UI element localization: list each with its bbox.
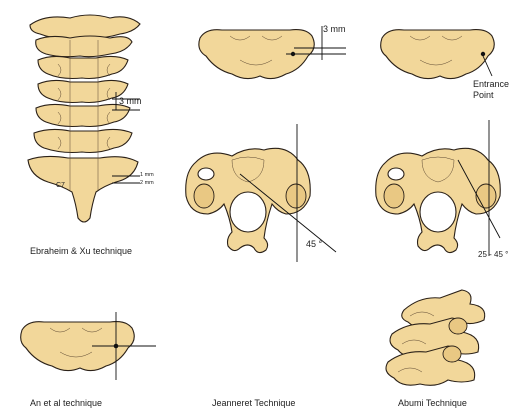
jeanneret-angle-label: 45 ° bbox=[306, 239, 322, 249]
abumi-angle-label: 25 - 45 ° bbox=[478, 250, 508, 259]
ebraheim-caption: Ebraheim & Xu technique bbox=[30, 246, 132, 256]
entrance-point-label: Entrance Point bbox=[473, 79, 517, 101]
jeanneret-caption: Jeanneret Technique bbox=[212, 398, 295, 408]
abumi-lateral-vertebra bbox=[381, 30, 495, 79]
an-caption: An et al technique bbox=[30, 398, 102, 408]
entrance-point-dot bbox=[481, 52, 485, 56]
ebraheim-1mm-label: 1 mm bbox=[140, 172, 154, 178]
abumi-axial-vertebra bbox=[376, 120, 501, 256]
ebraheim-3mm-label: 3 mm bbox=[119, 96, 142, 106]
c7-label: C7 bbox=[56, 182, 65, 189]
ebraheim-2mm-label: 2 mm bbox=[140, 180, 154, 186]
cervical-spine-illustration bbox=[28, 15, 140, 222]
jeanneret-3mm-label: 3 mm bbox=[323, 24, 346, 34]
abumi-lateral-stack bbox=[386, 290, 485, 385]
abumi-caption: Abumi Technique bbox=[398, 398, 467, 408]
an-lateral-vertebra bbox=[21, 312, 156, 380]
